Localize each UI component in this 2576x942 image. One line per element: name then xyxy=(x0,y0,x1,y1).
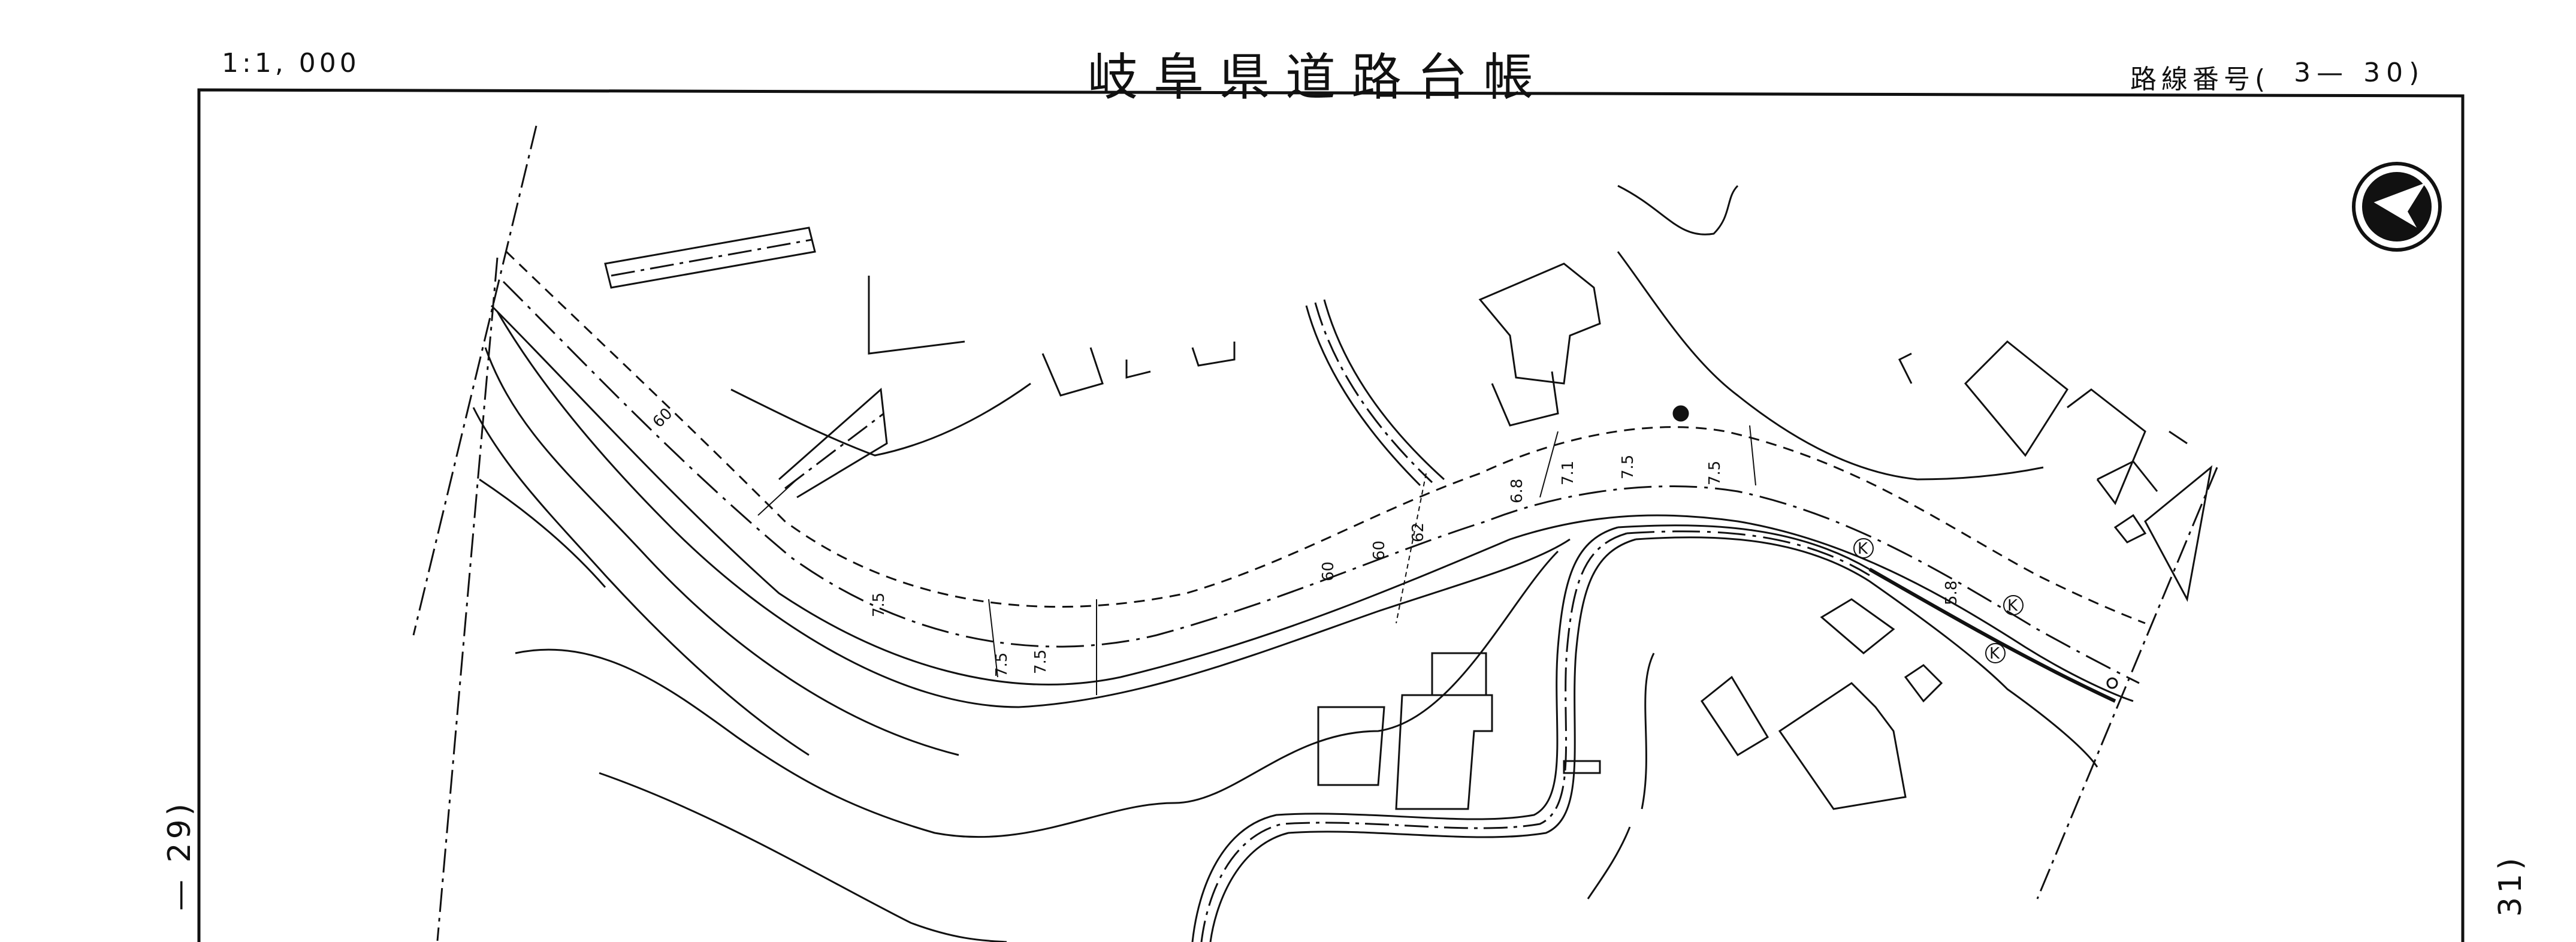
page-title: 岐阜県道路台帳 xyxy=(1088,48,1550,107)
side-road xyxy=(1314,302,1433,484)
side-road xyxy=(784,412,884,490)
cross-section-ticks xyxy=(757,425,1756,695)
route-number-value: 3— 30) xyxy=(2294,58,2426,88)
winding-road xyxy=(1209,538,1636,942)
side-road xyxy=(604,227,816,289)
contour-line xyxy=(496,311,1571,708)
width-label: 7.5 xyxy=(1619,455,1637,479)
road-edge-solid xyxy=(1635,536,2098,768)
north-arrow-icon xyxy=(2352,162,2442,252)
width-label: 7.5 xyxy=(993,653,1011,677)
terrain-line xyxy=(1617,251,2044,481)
side-road xyxy=(1323,299,1445,481)
boundary-line xyxy=(412,125,537,636)
sheet-frame xyxy=(197,88,2465,942)
route-number-block: 路線番号( 3— 30) xyxy=(2130,58,2425,96)
boundary-line xyxy=(2169,430,2188,445)
width-label: 60 xyxy=(650,404,677,431)
contour-line xyxy=(472,407,810,756)
buildings xyxy=(868,262,2213,810)
side-road xyxy=(1305,305,1421,487)
winding-road xyxy=(1200,532,1627,942)
width-label: 7.5 xyxy=(870,593,888,617)
width-label: 60 xyxy=(1370,541,1388,560)
contour-line xyxy=(479,478,606,588)
width-label: 5.8 xyxy=(1943,581,1961,605)
road-centerline xyxy=(502,280,2140,684)
road-edge-solid xyxy=(1617,524,1870,570)
road-edge-dashed xyxy=(505,250,2146,624)
contour-line xyxy=(515,550,1559,838)
symbol-label: K xyxy=(1858,540,1868,558)
side-road xyxy=(611,238,813,277)
circled-symbols: K K K xyxy=(1672,405,2118,689)
map-scale: 1:1, 000 xyxy=(222,48,360,78)
symbol-label: K xyxy=(1989,645,2000,663)
route-number-label: 路線番号( xyxy=(2130,64,2270,95)
terrain-line xyxy=(1641,653,1655,810)
width-label: 60 xyxy=(1319,561,1337,581)
boundary-line xyxy=(2036,467,2218,899)
terrain-line xyxy=(1587,826,1631,899)
width-label: 6.8 xyxy=(1508,479,1526,503)
side-road xyxy=(778,387,888,499)
width-label: 7.1 xyxy=(1559,461,1577,485)
contour-line xyxy=(599,772,1007,942)
winding-road xyxy=(1191,526,1618,942)
symbol-label: K xyxy=(2007,597,2018,615)
road-edge-solid-bold xyxy=(1868,567,2116,703)
road-edge-solid xyxy=(490,304,2134,702)
contour-line xyxy=(730,382,1031,457)
contour-line xyxy=(484,347,959,756)
width-label: 62 xyxy=(1409,523,1427,542)
road-centerline xyxy=(1626,530,1870,576)
boundary-line xyxy=(436,257,499,941)
width-label: 7.5 xyxy=(1706,461,1724,485)
terrain-line xyxy=(1617,185,1739,236)
width-label: 7.5 xyxy=(1032,650,1050,674)
